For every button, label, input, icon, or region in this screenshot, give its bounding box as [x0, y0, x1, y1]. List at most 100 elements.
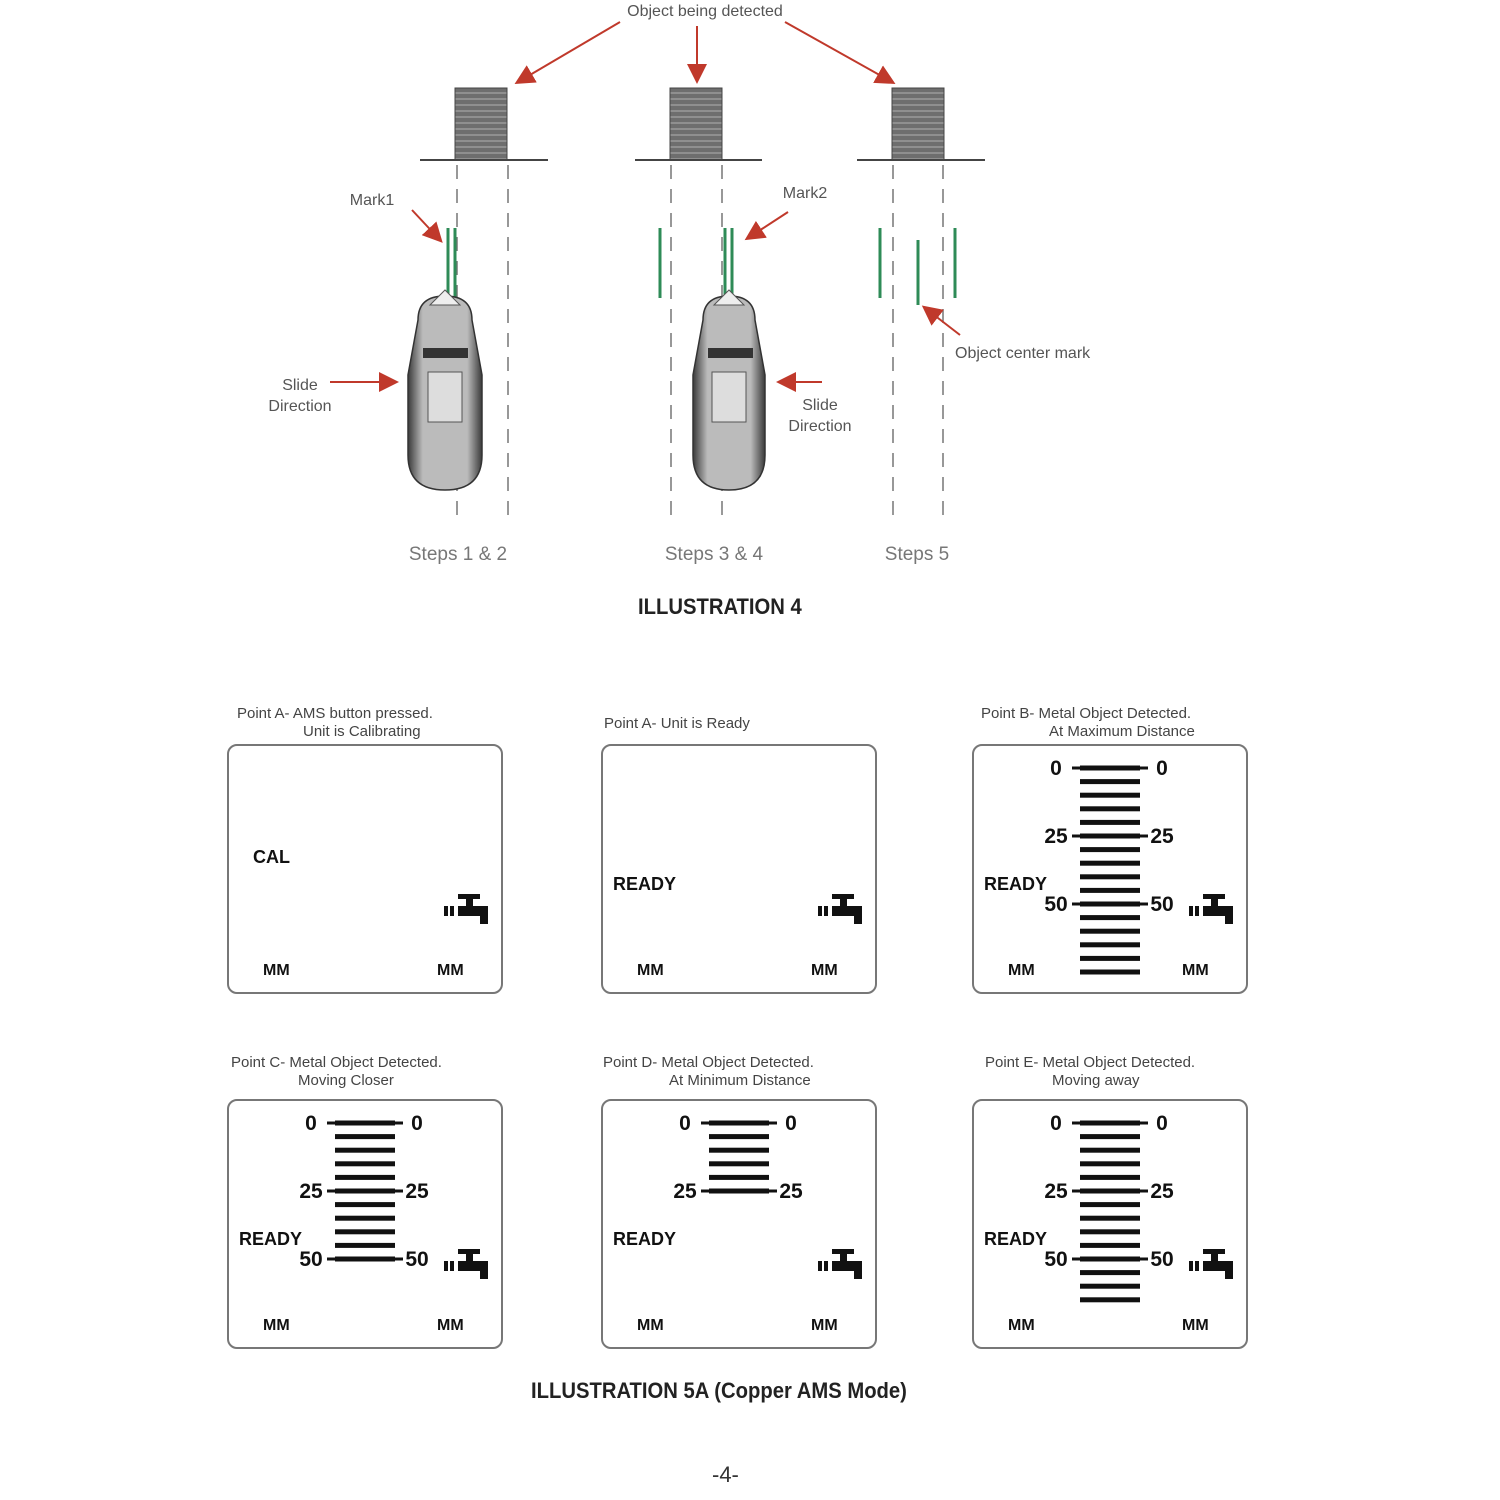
signal-bar — [1080, 928, 1140, 934]
scale-tick — [327, 1189, 403, 1193]
steps-label-1: Steps 1 & 2 — [409, 544, 507, 565]
detector-device-2 — [692, 289, 766, 491]
scale-label-left: 50 — [299, 1248, 322, 1271]
signal-bar — [1080, 1202, 1140, 1208]
lcd-status-text: READY — [613, 1229, 677, 1249]
scale-tick — [1072, 1257, 1148, 1261]
mm-unit-right: MM — [811, 962, 838, 979]
signal-bar — [709, 1134, 769, 1140]
illustration-4-title: ILLUSTRATION 4 — [638, 594, 802, 619]
scale-tick — [327, 1257, 403, 1261]
signal-bar — [335, 1134, 395, 1140]
screen-caption-4: Point C- Metal Object Detected. Moving C… — [231, 1054, 442, 1089]
signal-bar — [1080, 1229, 1140, 1235]
scale-label-right: 0 — [1156, 757, 1168, 780]
lcd-status-text: CAL — [253, 847, 290, 867]
scale-label-left: 25 — [299, 1180, 323, 1203]
signal-bar — [1080, 792, 1140, 798]
scale-label-left: 25 — [1044, 1180, 1068, 1203]
scale-label-right: 0 — [411, 1112, 423, 1135]
signal-bar — [1080, 1134, 1140, 1140]
scale-tick — [701, 1121, 777, 1125]
slide-direction-right-line2: Direction — [788, 418, 851, 435]
mm-unit-right: MM — [437, 962, 464, 979]
lcd-status-text: READY — [613, 874, 677, 894]
mm-unit-right: MM — [437, 1317, 464, 1334]
faucet-icon — [1189, 1249, 1233, 1279]
object-block-2 — [635, 87, 762, 161]
signal-bar — [709, 1147, 769, 1153]
screen-caption-1: Point A- AMS button pressed. Unit is Cal… — [237, 705, 433, 740]
faucet-icon — [444, 894, 488, 924]
mm-unit-left: MM — [263, 1317, 290, 1334]
scale-tick — [1072, 902, 1148, 906]
scale-label-right: 50 — [1150, 1248, 1173, 1271]
scale-label-left: 50 — [1044, 893, 1067, 916]
steps-label-2: Steps 3 & 4 — [665, 544, 764, 565]
signal-bar — [335, 1161, 395, 1167]
scale-label-right: 0 — [1156, 1112, 1168, 1135]
faucet-icon — [818, 894, 862, 924]
faucet-icon — [444, 1249, 488, 1279]
mm-unit-right: MM — [1182, 1317, 1209, 1334]
mark2-label: Mark2 — [783, 185, 828, 202]
scale-label-right: 50 — [1150, 893, 1173, 916]
signal-bar — [1080, 779, 1140, 785]
slide-direction-left-line2: Direction — [268, 398, 331, 415]
mark1-label: Mark1 — [350, 192, 395, 209]
signal-bar — [1080, 874, 1140, 880]
signal-bar — [335, 1215, 395, 1221]
signal-bar — [1080, 806, 1140, 812]
signal-bar — [1080, 847, 1140, 853]
signal-bar — [1080, 1147, 1140, 1153]
mm-unit-right: MM — [1182, 962, 1209, 979]
illustration-4-diagram: Object being detected Mark1 Mark2 — [268, 3, 1091, 565]
scale-label-right: 25 — [405, 1180, 429, 1203]
scale-tick — [1072, 766, 1148, 770]
scale-label-right: 25 — [1150, 825, 1174, 848]
signal-bar — [1080, 1242, 1140, 1248]
lcd-status-text: READY — [984, 1229, 1048, 1249]
scale-label-right: 25 — [779, 1180, 803, 1203]
signal-bar — [709, 1174, 769, 1180]
lcd-graphics — [444, 894, 488, 924]
lcd-graphics — [818, 894, 862, 924]
signal-bar — [1080, 1215, 1140, 1221]
faucet-icon — [1189, 894, 1233, 924]
page-number: -4- — [712, 1462, 739, 1487]
pencil-marks — [446, 228, 957, 305]
signal-bar — [1080, 915, 1140, 921]
object-block-3 — [857, 87, 985, 161]
mm-unit-left: MM — [637, 962, 664, 979]
lcd-status-text: READY — [984, 874, 1048, 894]
signal-bar — [335, 1229, 395, 1235]
signal-bar — [1080, 1283, 1140, 1289]
object-block-1 — [420, 87, 548, 161]
screen-caption-5: Point D- Metal Object Detected. At Minim… — [603, 1054, 814, 1089]
signal-bar — [1080, 1161, 1140, 1167]
scale-label-left: 0 — [305, 1112, 317, 1135]
signal-bar — [1080, 819, 1140, 825]
signal-bar — [1080, 955, 1140, 961]
mm-unit-left: MM — [263, 962, 290, 979]
scale-tick — [1072, 834, 1148, 838]
scale-tick — [1072, 1189, 1148, 1193]
mm-unit-right: MM — [811, 1317, 838, 1334]
signal-bar — [1080, 1297, 1140, 1303]
slide-direction-right-line1: Slide — [802, 397, 838, 414]
screen-caption-3: Point B- Metal Object Detected. At Maxim… — [981, 705, 1195, 740]
steps-label-3: Steps 5 — [885, 544, 949, 565]
scale-label-left: 0 — [1050, 757, 1062, 780]
mm-unit-left: MM — [637, 1317, 664, 1334]
signal-bar — [335, 1202, 395, 1208]
scale-label-left: 0 — [1050, 1112, 1062, 1135]
scale-label-right: 25 — [1150, 1180, 1174, 1203]
signal-bar — [1080, 942, 1140, 948]
